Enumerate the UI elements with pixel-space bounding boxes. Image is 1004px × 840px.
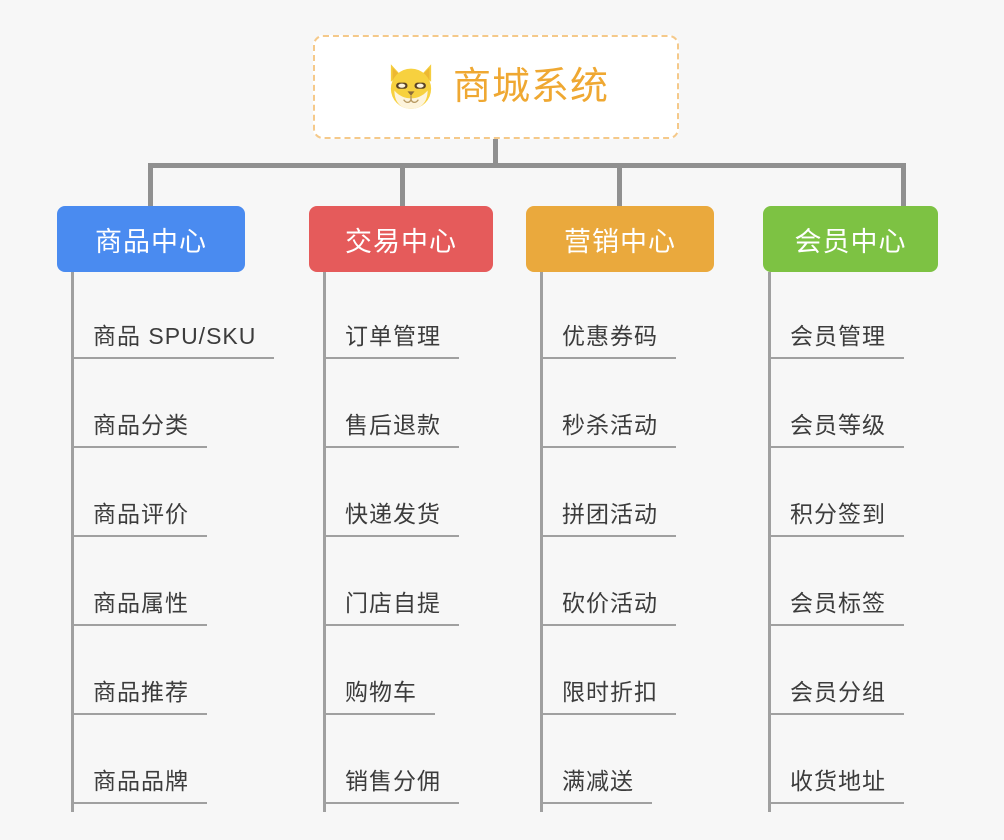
list-item-label: 会员管理 [768,317,904,359]
list-item[interactable]: 会员等级 [768,367,938,456]
connector-drop-2 [400,163,405,208]
column-body-product-center: 商品 SPU/SKU 商品分类 商品评价 商品属性 商品推荐 商品品牌 [71,272,287,812]
list-item-label: 门店自提 [323,584,459,626]
shiba-dog-face-icon [390,64,432,110]
connector-drop-4 [901,163,906,208]
list-item[interactable]: 拼团活动 [540,456,726,545]
list-item-label: 拼团活动 [540,495,676,537]
list-item-label: 会员标签 [768,584,904,626]
list-item[interactable]: 优惠券码 [540,278,726,367]
list-item[interactable]: 限时折扣 [540,634,726,723]
list-item-label: 售后退款 [323,406,459,448]
list-item[interactable]: 满减送 [540,723,726,812]
list-item-label: 满减送 [540,762,652,804]
column-member-center: 会员中心 会员管理 会员等级 积分签到 会员标签 会员分组 收货地址 [763,206,938,812]
column-body-trade-center: 订单管理 售后退款 快递发货 门店自提 购物车 销售分佣 [323,272,509,812]
column-header-marketing-center[interactable]: 营销中心 [526,206,714,272]
connector-drop-1 [148,163,153,208]
list-item[interactable]: 收货地址 [768,723,938,812]
list-item-label: 商品 SPU/SKU [71,317,275,359]
list-item-label: 收货地址 [768,762,904,804]
list-item-label: 商品分类 [71,406,207,448]
column-body-member-center: 会员管理 会员等级 积分签到 会员标签 会员分组 收货地址 [768,272,938,812]
list-item[interactable]: 售后退款 [323,367,509,456]
list-item[interactable]: 购物车 [323,634,509,723]
column-body-marketing-center: 优惠券码 秒杀活动 拼团活动 砍价活动 限时折扣 满减送 [540,272,726,812]
list-item-label: 订单管理 [323,317,459,359]
column-product-center: 商品中心 商品 SPU/SKU 商品分类 商品评价 商品属性 商品推荐 商品品牌 [57,206,287,812]
root-title: 商城系统 [452,66,609,108]
list-item-label: 限时折扣 [540,673,676,715]
column-header-product-center[interactable]: 商品中心 [57,206,245,272]
list-item[interactable]: 会员分组 [768,634,938,723]
list-item[interactable]: 商品推荐 [71,634,287,723]
list-item[interactable]: 商品品牌 [71,723,287,812]
connector-drop-3 [617,163,622,208]
column-header-trade-center[interactable]: 交易中心 [309,206,493,272]
root-node[interactable]: 商城系统 [313,35,679,139]
list-item-label: 会员分组 [768,673,904,715]
list-item-label: 商品推荐 [71,673,207,715]
list-item-label: 积分签到 [768,495,904,537]
connector-bus [148,163,906,168]
list-item[interactable]: 销售分佣 [323,723,509,812]
list-item[interactable]: 商品属性 [71,545,287,634]
list-item[interactable]: 门店自提 [323,545,509,634]
list-item[interactable]: 砍价活动 [540,545,726,634]
column-trade-center: 交易中心 订单管理 售后退款 快递发货 门店自提 购物车 销售分佣 [309,206,509,812]
list-item-label: 会员等级 [768,406,904,448]
list-item-label: 销售分佣 [323,762,459,804]
list-item[interactable]: 商品 SPU/SKU [71,278,287,367]
column-header-member-center[interactable]: 会员中心 [763,206,938,272]
columns-container: 商品中心 商品 SPU/SKU 商品分类 商品评价 商品属性 商品推荐 商品品牌… [0,206,1004,826]
list-item-label: 商品属性 [71,584,207,626]
list-item[interactable]: 订单管理 [323,278,509,367]
list-item-label: 秒杀活动 [540,406,676,448]
list-item[interactable]: 会员标签 [768,545,938,634]
list-item-label: 砍价活动 [540,584,676,626]
column-marketing-center: 营销中心 优惠券码 秒杀活动 拼团活动 砍价活动 限时折扣 满减送 [526,206,726,812]
list-item[interactable]: 积分签到 [768,456,938,545]
list-item-label: 快递发货 [323,495,459,537]
list-item-label: 优惠券码 [540,317,676,359]
list-item[interactable]: 会员管理 [768,278,938,367]
list-item[interactable]: 秒杀活动 [540,367,726,456]
list-item[interactable]: 商品分类 [71,367,287,456]
connector-stem [493,139,498,166]
list-item-label: 购物车 [323,673,435,715]
list-item[interactable]: 商品评价 [71,456,287,545]
list-item-label: 商品评价 [71,495,207,537]
list-item-label: 商品品牌 [71,762,207,804]
list-item[interactable]: 快递发货 [323,456,509,545]
